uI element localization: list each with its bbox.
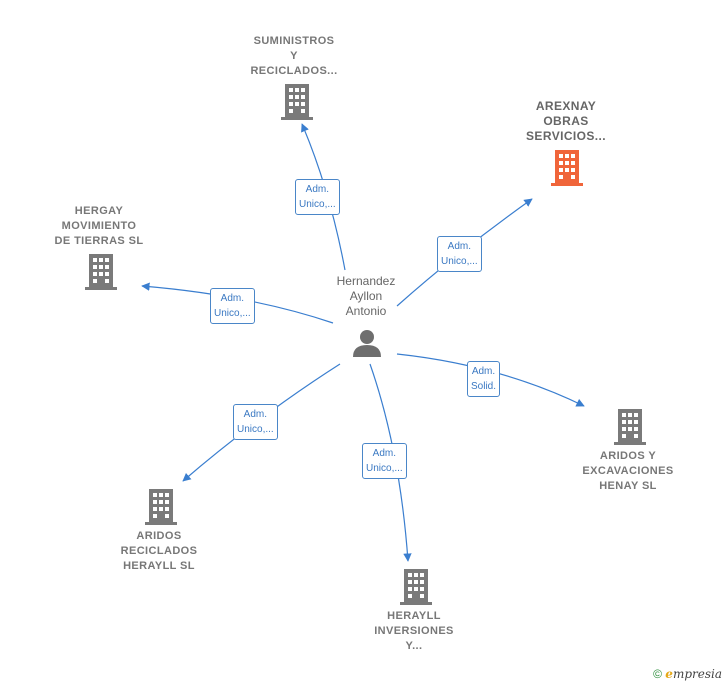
empresia-logo: empresia — [665, 667, 722, 681]
node-label-arexnay[interactable]: AREXNAY OBRAS SERVICIOS... — [526, 99, 606, 144]
building-icon-hergay[interactable] — [85, 254, 117, 290]
node-label-line: DE TIERRAS SL — [54, 235, 144, 247]
edge-label-line: Adm. — [471, 366, 496, 377]
edge-label-line: Adm. — [305, 184, 330, 195]
node-label-herayll-inversiones[interactable]: HERAYLL INVERSIONES Y... — [374, 609, 454, 654]
building-icon-suministros[interactable] — [281, 84, 313, 120]
center-label-line: Antonio — [345, 304, 387, 318]
building-icon-aridos-reciclados[interactable] — [145, 489, 177, 525]
edge-label-line: Unico,... — [441, 256, 478, 267]
building-icon-herayll-inversiones[interactable] — [400, 569, 432, 605]
center-label-line: Hernandez — [336, 274, 396, 288]
person-icon[interactable] — [352, 328, 382, 358]
edge-label-suministros[interactable]: Adm. Unico,... — [295, 179, 340, 215]
building-icon-arexnay[interactable] — [551, 150, 583, 186]
node-label-line: HERGAY — [74, 205, 124, 217]
edge-label-line: Adm. — [447, 241, 472, 252]
edge-label-line: Unico,... — [299, 199, 336, 210]
node-label-line: Y — [290, 50, 298, 62]
node-label-line: SERVICIOS... — [526, 129, 606, 143]
node-label-line: Y... — [405, 640, 423, 652]
edge-label-hergay[interactable]: Adm. Unico,... — [210, 288, 255, 324]
node-label-line: INVERSIONES — [374, 625, 454, 637]
node-label-aridos-excavaciones[interactable]: ARIDOS Y EXCAVACIONES HENAY SL — [582, 449, 673, 494]
edge-label-line: Unico,... — [214, 308, 251, 319]
node-label-line: OBRAS — [543, 114, 589, 128]
node-label-line: ARIDOS — [136, 530, 182, 542]
node-label-line: ARIDOS Y — [599, 450, 657, 462]
edge-label-line: Adm. — [220, 293, 245, 304]
node-label-suministros[interactable]: SUMINISTROS Y RECICLADOS... — [250, 34, 337, 79]
edge-label-aridos-excavaciones[interactable]: Adm. Solid. — [467, 361, 501, 397]
node-label-aridos-reciclados[interactable]: ARIDOS RECICLADOS HERAYLL SL — [121, 529, 198, 574]
edge-label-line: Adm. — [372, 448, 397, 459]
node-label-line: MOVIMIENTO — [61, 220, 137, 232]
node-label-line: HERAYLL SL — [123, 560, 195, 572]
edge-label-line: Solid. — [471, 381, 497, 392]
node-label-line: AREXNAY — [535, 99, 597, 113]
building-icon-aridos-excavaciones[interactable] — [614, 409, 646, 445]
center-person-label: Hernandez Ayllon Antonio — [337, 274, 396, 319]
footer-brand: © empresia — [653, 667, 722, 681]
copyright-symbol: © — [653, 667, 662, 681]
edge-label-arexnay[interactable]: Adm. Unico,... — [437, 236, 482, 272]
node-label-line: SUMINISTROS — [253, 35, 335, 47]
node-label-line: HENAY SL — [599, 480, 657, 492]
node-label-hergay[interactable]: HERGAY MOVIMIENTO DE TIERRAS SL — [55, 204, 144, 249]
node-label-line: EXCAVACIONES — [582, 465, 674, 477]
edge-label-line: Adm. — [243, 409, 268, 420]
node-label-line: RECICLADOS... — [250, 65, 338, 77]
node-label-line: HERAYLL — [387, 610, 441, 622]
edge-label-line: Unico,... — [366, 463, 403, 474]
edge-label-line: Unico,... — [237, 424, 274, 435]
node-label-line: RECICLADOS — [120, 545, 198, 557]
edge-label-herayll-inversiones[interactable]: Adm. Unico,... — [362, 443, 407, 479]
logo-e: e — [665, 667, 673, 681]
edge-label-aridos-reciclados[interactable]: Adm. Unico,... — [233, 404, 278, 440]
center-label-line: Ayllon — [349, 289, 383, 303]
logo-rest: mpresia — [672, 667, 722, 681]
